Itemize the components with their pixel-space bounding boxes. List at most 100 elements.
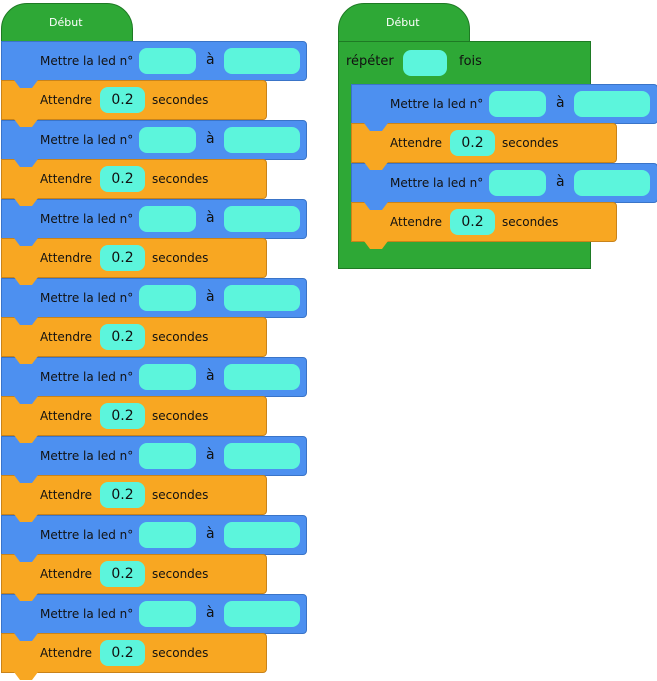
to-label: à bbox=[206, 289, 215, 305]
to-label: à bbox=[206, 52, 215, 68]
led-number-slot[interactable] bbox=[489, 170, 546, 196]
led-number-slot[interactable] bbox=[139, 127, 196, 153]
wait-value-slot[interactable]: 0.2 bbox=[100, 403, 145, 429]
wait-label: Attendre bbox=[40, 93, 93, 107]
seconds-label: secondes bbox=[152, 488, 209, 502]
set-led-label: Mettre la led n° bbox=[40, 291, 134, 305]
block-connector-tab bbox=[14, 475, 38, 483]
block-connector-tab bbox=[364, 162, 388, 170]
to-label: à bbox=[206, 526, 215, 542]
set-led-block[interactable]: Mettre la led n° à bbox=[1, 594, 307, 641]
set-led-label: Mettre la led n° bbox=[390, 97, 484, 111]
led-value-slot[interactable] bbox=[224, 443, 300, 469]
set-led-block[interactable]: Mettre la led n°à bbox=[1, 515, 307, 562]
wait-value-slot[interactable]: 0.2 bbox=[450, 130, 495, 156]
led-number-slot[interactable] bbox=[139, 206, 196, 232]
set-led-label: Mettre la led n° bbox=[40, 370, 134, 384]
led-value-slot[interactable] bbox=[224, 127, 300, 153]
wait-label: Attendre bbox=[40, 251, 93, 265]
start-hat-block[interactable]: Début bbox=[338, 3, 470, 43]
to-label: à bbox=[206, 605, 215, 621]
wait-value-slot[interactable]: 0.2 bbox=[100, 87, 145, 113]
wait-block[interactable]: Attendre 0.2 secondes bbox=[1, 475, 267, 522]
block-connector-tab bbox=[14, 277, 38, 285]
wait-label: Attendre bbox=[40, 330, 93, 344]
set-led-label: Mettre la led n° bbox=[40, 54, 134, 68]
wait-value-slot[interactable]: 0.2 bbox=[100, 640, 145, 666]
seconds-label: secondes bbox=[152, 646, 209, 660]
wait-label: Attendre bbox=[40, 646, 93, 660]
block-connector-tab bbox=[14, 514, 38, 522]
led-value-slot[interactable] bbox=[224, 48, 300, 74]
seconds-label: secondes bbox=[152, 330, 209, 344]
led-number-slot[interactable] bbox=[139, 364, 196, 390]
led-value-slot[interactable] bbox=[574, 170, 650, 196]
block-connector-tab bbox=[14, 80, 38, 88]
repeat-count-slot[interactable] bbox=[403, 50, 447, 76]
to-label: à bbox=[556, 95, 565, 111]
set-led-block[interactable]: Mettre la led n° à bbox=[1, 120, 307, 167]
wait-block[interactable]: Attendre 0.2 secondes bbox=[1, 159, 267, 206]
led-value-slot[interactable] bbox=[224, 601, 300, 627]
wait-block[interactable]: Attendre 0.2 secondes bbox=[1, 317, 267, 364]
wait-value-slot[interactable]: 0.2 bbox=[450, 209, 495, 235]
set-led-label: Mettre la led n° bbox=[390, 176, 484, 190]
wait-value-slot[interactable]: 0.2 bbox=[100, 166, 145, 192]
led-value-slot[interactable] bbox=[224, 285, 300, 311]
set-led-block[interactable]: Mettre la led n° à bbox=[1, 41, 307, 88]
led-value-slot[interactable] bbox=[224, 522, 300, 548]
led-number-slot[interactable] bbox=[139, 443, 196, 469]
led-value-slot[interactable] bbox=[224, 206, 300, 232]
to-label: à bbox=[556, 174, 565, 190]
block-connector-tab bbox=[14, 159, 38, 167]
wait-value-slot[interactable]: 0.2 bbox=[100, 324, 145, 350]
block-connector-tab bbox=[14, 238, 38, 246]
set-led-block[interactable]: Mettre la led n° à bbox=[1, 357, 307, 404]
led-number-slot[interactable] bbox=[489, 91, 546, 117]
wait-label: Attendre bbox=[40, 488, 93, 502]
set-led-block[interactable]: Mettre la led n°à bbox=[1, 199, 307, 246]
set-led-block[interactable]: Mettre la led n°à bbox=[1, 436, 307, 483]
set-led-label: Mettre la led n° bbox=[40, 133, 134, 147]
wait-label: Attendre bbox=[40, 567, 93, 581]
repeat-label: répéter bbox=[346, 54, 394, 69]
set-led-block[interactable]: Mettre la led n° à bbox=[1, 278, 307, 325]
seconds-label: secondes bbox=[152, 172, 209, 186]
led-number-slot[interactable] bbox=[139, 601, 196, 627]
led-value-slot[interactable] bbox=[574, 91, 650, 117]
block-connector-tab bbox=[14, 633, 38, 641]
block-connector-tab bbox=[14, 317, 38, 325]
block-connector-tab bbox=[14, 672, 38, 680]
led-number-slot[interactable] bbox=[139, 285, 196, 311]
led-number-slot[interactable] bbox=[139, 522, 196, 548]
block-connector-tab bbox=[14, 435, 38, 443]
set-led-block[interactable]: Mettre la led n° à bbox=[351, 84, 657, 131]
wait-value-slot[interactable]: 0.2 bbox=[100, 561, 145, 587]
to-label: à bbox=[206, 131, 215, 147]
led-value-slot[interactable] bbox=[224, 364, 300, 390]
block-connector-tab bbox=[364, 202, 388, 210]
block-connector-tab bbox=[14, 554, 38, 562]
wait-block[interactable]: Attendre 0.2 secondes bbox=[1, 633, 267, 680]
block-connector-tab bbox=[14, 198, 38, 206]
to-label: à bbox=[206, 368, 215, 384]
start-hat-label: Début bbox=[49, 16, 83, 29]
wait-label: Attendre bbox=[40, 172, 93, 186]
start-hat-block[interactable]: Début bbox=[1, 3, 133, 43]
set-led-label: Mettre la led n° bbox=[40, 607, 134, 621]
to-label: à bbox=[206, 210, 215, 226]
wait-label: Attendre bbox=[390, 136, 443, 150]
wait-value-slot[interactable]: 0.2 bbox=[100, 245, 145, 271]
seconds-label: secondes bbox=[152, 409, 209, 423]
set-led-block[interactable]: Mettre la led n° à bbox=[351, 163, 657, 210]
block-connector-tab bbox=[14, 593, 38, 601]
led-number-slot[interactable] bbox=[139, 48, 196, 74]
wait-value-slot[interactable]: 0.2 bbox=[100, 482, 145, 508]
block-connector-tab bbox=[14, 119, 38, 127]
